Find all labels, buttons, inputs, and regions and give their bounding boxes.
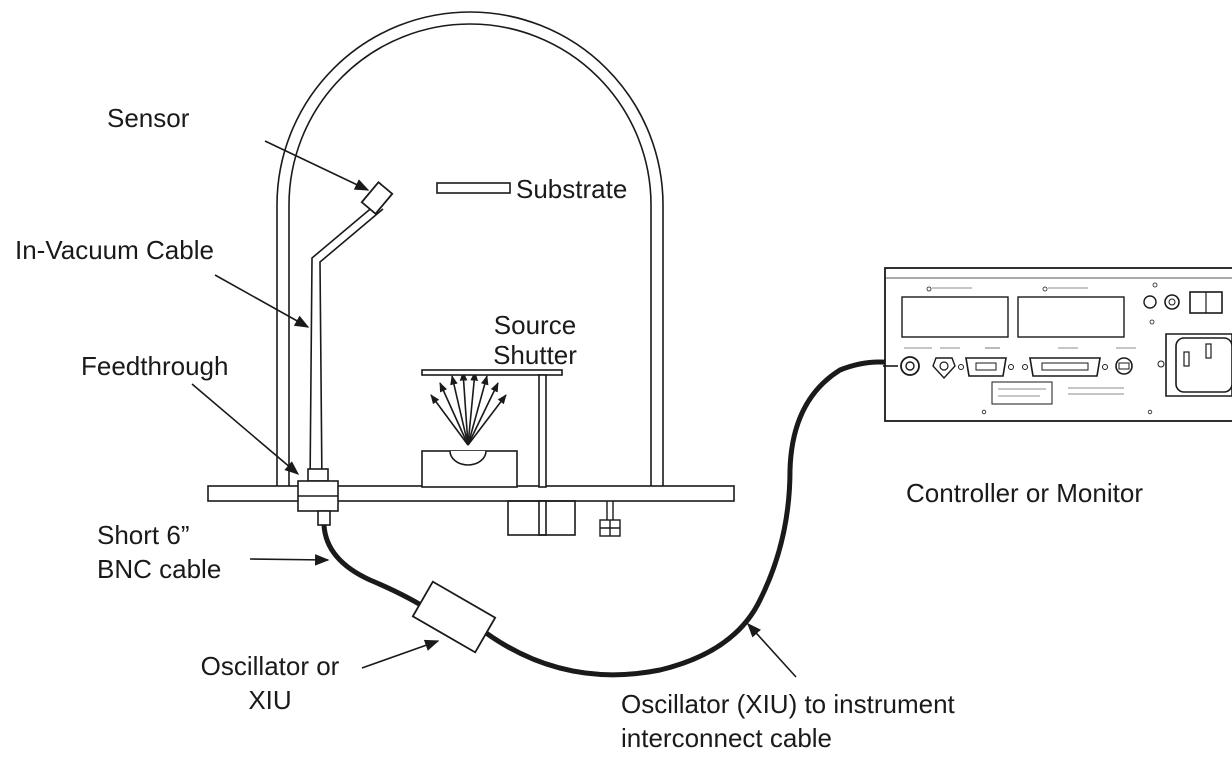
label-feedthrough: Feedthrough — [81, 351, 229, 381]
sensor-head — [309, 180, 394, 488]
label-source-shutter: Source Shutter — [470, 310, 600, 370]
sensor-arrow — [264, 140, 370, 191]
feedthrough — [297, 468, 339, 526]
label-in-vacuum-cable: In-Vacuum Cable — [15, 235, 214, 265]
label-substrate: Substrate — [516, 174, 628, 204]
label-oscillator: Oscillator or XIU — [170, 651, 370, 715]
bnc-cable — [321, 524, 434, 615]
substrate-plate — [436, 182, 511, 194]
label-short-6: Short 6” — [97, 520, 190, 550]
bottom-fitting — [599, 501, 621, 537]
interconnect-arrow — [747, 622, 797, 678]
label-interconnect: Oscillator (XIU) to instrument interconn… — [621, 689, 955, 753]
label-controller: Controller or Monitor — [906, 478, 1143, 508]
label-oscillator-or: Oscillator or — [200, 651, 340, 681]
oscillator-box — [411, 580, 497, 654]
in-vacuum-cable-arrow — [214, 274, 310, 328]
interconnect-cable — [476, 359, 899, 678]
feedthrough-arrow — [191, 383, 300, 475]
evaporation-source — [421, 371, 518, 488]
callout-arrows — [191, 140, 898, 678]
source-shutter — [421, 369, 576, 536]
short-cable-arrow — [249, 554, 330, 566]
label-interconnect-line2: interconnect cable — [621, 723, 833, 753]
oscillator-arrow — [361, 639, 440, 669]
label-sensor: Sensor — [107, 103, 190, 133]
label-short-cable: Short 6” BNC cable — [97, 520, 221, 584]
base-plate — [207, 485, 735, 502]
label-source: Source — [493, 310, 577, 340]
label-interconnect-line1: Oscillator (XIU) to instrument — [621, 689, 955, 719]
bell-jar — [276, 11, 664, 487]
controller-panel — [884, 267, 1232, 422]
label-xiu: XIU — [248, 685, 292, 715]
label-shutter: Shutter — [493, 340, 577, 370]
label-bnc-cable: BNC cable — [97, 554, 222, 584]
